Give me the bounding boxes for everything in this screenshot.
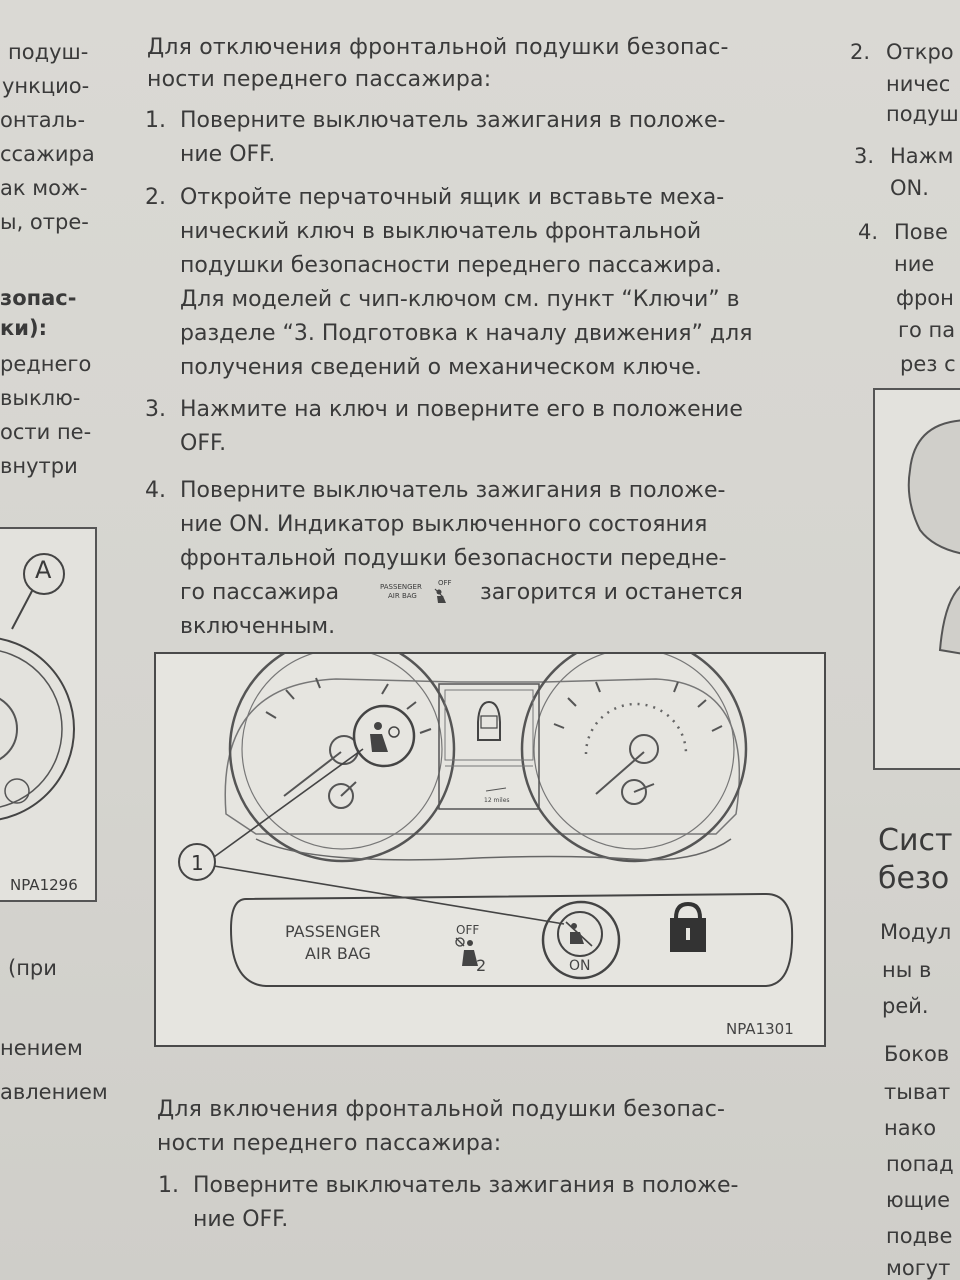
right-text-line: попад bbox=[886, 1152, 954, 1176]
panel-label-passenger: PASSENGER bbox=[285, 922, 381, 941]
car-icon bbox=[477, 700, 501, 741]
airbag-warning-icon bbox=[370, 722, 400, 752]
right-item-number: 3. bbox=[854, 144, 875, 168]
right-text-line: нако bbox=[884, 1116, 937, 1140]
middle-column: Для отключения фронтальной подушки безоп… bbox=[140, 0, 830, 1280]
left-text-line: подуш- bbox=[8, 40, 89, 64]
step-text: фронтальной подушки безопасности передне… bbox=[180, 546, 727, 571]
right-text-line: ничес bbox=[886, 72, 951, 96]
step-number: 3. bbox=[145, 397, 166, 422]
intro2-line: Для включения фронтальной подушки безопа… bbox=[157, 1097, 726, 1122]
passenger-airbag-off-icon: PASSENGER AIR BAG OFF bbox=[380, 579, 452, 609]
right-text-line: Боков bbox=[884, 1042, 950, 1066]
step-text: го пассажира bbox=[180, 580, 340, 605]
step-text: Откройте перчаточный ящик и вставьте мех… bbox=[180, 185, 725, 210]
right-text-line: ON. bbox=[890, 176, 929, 200]
left-text-line: (при bbox=[8, 956, 57, 980]
step-text: ние ON. Индикатор выключенного состояния bbox=[180, 512, 708, 537]
intro-line: ности переднего пассажира: bbox=[147, 67, 492, 92]
right-text-line: ны в bbox=[882, 958, 932, 982]
right-text-line: подуш bbox=[886, 102, 959, 126]
left-text-line: онталь- bbox=[0, 108, 86, 132]
left-text-line: ункцио- bbox=[2, 74, 90, 98]
right-column: 2. Откро ничес подуш 3. Нажм ON. 4. Пове… bbox=[848, 0, 960, 1280]
right-figure bbox=[873, 388, 960, 770]
step-text: включенным. bbox=[180, 614, 336, 639]
left-text-line: авлением bbox=[0, 1080, 108, 1104]
step-number: 1. bbox=[158, 1173, 179, 1198]
right-heading-line: Сист bbox=[878, 823, 953, 858]
step-text-with-icon: го пассажира PASSENGER AIR BAG OFF загор… bbox=[180, 576, 810, 610]
step-text: загорится и останется bbox=[480, 580, 743, 605]
dashboard-illustration: 12 miles 1 PASSENGER AIR BAG OFF 2 bbox=[178, 654, 794, 1038]
right-text-line: Пове bbox=[894, 220, 948, 244]
step-text: Поверните выключатель зажигания в положе… bbox=[180, 108, 726, 133]
figure-callout-1: 1 bbox=[191, 851, 204, 875]
panel-label-airbag: AIR BAG bbox=[305, 944, 371, 963]
right-text-line: могут bbox=[886, 1256, 951, 1280]
step-number: 1. bbox=[145, 108, 166, 133]
left-text-line: внутри bbox=[0, 454, 78, 478]
intro-line: Для отключения фронтальной подушки безоп… bbox=[147, 35, 729, 60]
left-column: подуш- ункцио- онталь- ссажира ак мож- ы… bbox=[0, 0, 120, 1280]
panel-off-label: OFF bbox=[456, 923, 479, 937]
left-heading-line: ки): bbox=[0, 316, 47, 340]
right-text-line: подве bbox=[886, 1224, 953, 1248]
right-text-line: Нажм bbox=[890, 144, 954, 168]
right-item-number: 4. bbox=[858, 220, 879, 244]
airbag-key-switch-icon bbox=[565, 921, 593, 947]
left-figure-code: NPA1296 bbox=[10, 876, 78, 894]
lock-icon bbox=[670, 901, 706, 952]
left-heading-line: зопас- bbox=[0, 286, 77, 310]
right-text-line: го па bbox=[898, 318, 956, 342]
step-text: ние OFF. bbox=[193, 1207, 289, 1232]
figure-code: NPA1301 bbox=[726, 1020, 794, 1038]
step-text: OFF. bbox=[180, 431, 227, 456]
step-text: подушки безопасности переднего пассажира… bbox=[180, 253, 722, 278]
left-text-line: реднего bbox=[0, 352, 92, 376]
right-item-number: 2. bbox=[850, 40, 871, 64]
step-text: разделе “3. Подготовка к началу движения… bbox=[180, 321, 753, 346]
dashboard-figure: 12 miles 1 PASSENGER AIR BAG OFF 2 bbox=[154, 652, 826, 1047]
left-figure-callout: A bbox=[35, 556, 52, 584]
left-figure bbox=[0, 527, 97, 902]
odometer-readout: 12 miles bbox=[484, 797, 510, 804]
right-text-line: рей. bbox=[882, 994, 929, 1018]
right-text-line: Откро bbox=[886, 40, 954, 64]
step-text: Для моделей с чип-ключом см. пункт “Ключ… bbox=[180, 287, 740, 312]
step-number: 2. bbox=[145, 185, 166, 210]
left-text-line: нением bbox=[0, 1036, 83, 1060]
step-text: Поверните выключатель зажигания в положе… bbox=[193, 1173, 739, 1198]
right-heading-line: безо bbox=[878, 861, 950, 896]
left-text-line: ак мож- bbox=[0, 176, 88, 200]
right-text-line: фрон bbox=[896, 286, 954, 310]
step-text: получения сведений о механическом ключе. bbox=[180, 355, 702, 380]
left-text-line: выклю- bbox=[0, 386, 81, 410]
intro2-line: ности переднего пассажира: bbox=[157, 1131, 502, 1156]
step-text: ние OFF. bbox=[180, 142, 276, 167]
left-text-line: ы, отре- bbox=[0, 210, 89, 234]
right-text-line: ющие bbox=[886, 1188, 951, 1212]
left-text-line: ости пе- bbox=[0, 420, 92, 444]
left-text-line: ссажира bbox=[0, 142, 95, 166]
airbag-off-indicator-icon bbox=[455, 937, 478, 966]
right-text-line: тыват bbox=[884, 1080, 951, 1104]
right-text-line: Модул bbox=[880, 920, 952, 944]
step-text: нический ключ в выключатель фронтальной bbox=[180, 219, 702, 244]
panel-seat-number: 2 bbox=[476, 956, 486, 975]
step-text: Поверните выключатель зажигания в положе… bbox=[180, 478, 726, 503]
step-text: Нажмите на ключ и поверните его в положе… bbox=[180, 397, 743, 422]
key-switch-on-label: ON bbox=[569, 958, 591, 974]
right-text-line: ние bbox=[894, 252, 935, 276]
right-text-line: рез с bbox=[900, 352, 956, 376]
step-number: 4. bbox=[145, 478, 166, 503]
